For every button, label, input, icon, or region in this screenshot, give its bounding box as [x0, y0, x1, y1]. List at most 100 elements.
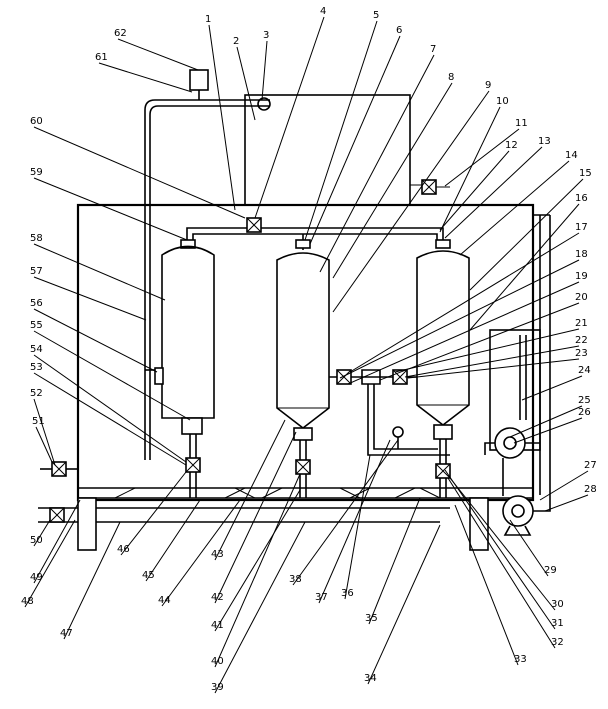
leader-line-39 — [214, 521, 306, 694]
valve-51-cross-b — [51, 461, 67, 477]
leader-line-1 — [208, 24, 236, 211]
leader-line-4 — [254, 16, 325, 219]
leader-line-19 — [347, 281, 580, 385]
valve-50-cross-b — [49, 507, 65, 523]
label-56: 56 — [30, 298, 43, 309]
pump-29 — [502, 495, 534, 527]
leader-line-59 — [33, 177, 188, 241]
leader-line-31 — [444, 469, 556, 630]
leader-line-28 — [544, 494, 589, 512]
label-19: 19 — [575, 271, 588, 282]
pump-piping — [484, 442, 551, 512]
label-11: 11 — [515, 118, 528, 129]
label-37: 37 — [315, 592, 328, 603]
leader-line-29 — [509, 519, 549, 577]
label-52: 52 — [30, 388, 43, 399]
valve-40-cross-b — [295, 459, 311, 475]
label-23: 23 — [575, 348, 588, 359]
nozzle-left — [180, 239, 196, 249]
valve-11-cross-b — [421, 179, 437, 195]
leader-line-2 — [236, 46, 256, 121]
leader-line-55 — [33, 330, 191, 421]
valve-31-cross-b — [435, 463, 451, 479]
label-3: 3 — [263, 30, 269, 41]
label-24: 24 — [578, 365, 591, 376]
leader-line-46 — [120, 471, 187, 556]
leader-line-56 — [33, 308, 158, 373]
outlet-center — [293, 427, 313, 441]
leader-line-10 — [439, 106, 501, 233]
outlet-left — [181, 417, 203, 435]
leader-line-5 — [304, 20, 378, 241]
leader-line-33 — [454, 504, 519, 666]
leader-line-24 — [521, 375, 583, 401]
tank-right — [416, 250, 470, 427]
label-18: 18 — [575, 249, 588, 260]
label-43: 43 — [211, 549, 224, 560]
leader-line-26 — [513, 417, 583, 444]
label-2: 2 — [233, 36, 239, 47]
leader-line-50 — [33, 519, 51, 547]
leader-line-58 — [33, 243, 166, 301]
label-1: 1 — [205, 14, 211, 25]
leader-line-21 — [394, 328, 580, 373]
label-47: 47 — [60, 628, 73, 639]
label-31: 31 — [551, 618, 564, 629]
gauge-38 — [392, 426, 404, 438]
label-55: 55 — [30, 320, 43, 331]
label-15: 15 — [579, 168, 592, 179]
tee-manifold — [329, 369, 450, 456]
leader-line-34 — [367, 524, 441, 685]
pump-29-hub — [511, 504, 525, 518]
leader-line-16 — [469, 203, 580, 331]
fan-3 — [257, 97, 271, 111]
label-30: 30 — [551, 599, 564, 610]
label-48: 48 — [21, 596, 34, 607]
leader-line-27 — [539, 470, 589, 501]
label-36: 36 — [341, 588, 354, 599]
leader-line-7 — [319, 54, 435, 273]
valve-4-cross-b — [246, 217, 262, 233]
leader-line-49 — [33, 499, 81, 584]
label-38: 38 — [289, 574, 302, 585]
label-8: 8 — [448, 72, 454, 83]
leader-line-14 — [459, 160, 570, 256]
upper-box — [244, 94, 411, 206]
valve-18-cross-b — [336, 369, 352, 385]
label-27: 27 — [584, 460, 597, 471]
valve-22-cross-b — [392, 369, 408, 385]
label-41: 41 — [211, 620, 224, 631]
label-45: 45 — [142, 570, 155, 581]
label-42: 42 — [211, 592, 224, 603]
nozzle-right — [435, 239, 451, 249]
label-60: 60 — [30, 116, 43, 127]
leader-line-38 — [292, 439, 399, 586]
leader-line-20 — [379, 302, 580, 381]
leader-line-41 — [214, 489, 301, 632]
label-58: 58 — [30, 233, 43, 244]
label-44: 44 — [158, 595, 171, 606]
leader-line-57 — [33, 276, 147, 321]
leader-line-44 — [161, 499, 241, 607]
leader-line-36 — [344, 454, 371, 600]
label-20: 20 — [575, 292, 588, 303]
label-57: 57 — [30, 266, 43, 277]
label-22: 22 — [575, 335, 588, 346]
label-16: 16 — [575, 193, 588, 204]
header-pipe — [186, 227, 444, 242]
leader-line-45 — [145, 499, 201, 582]
leader-line-53 — [33, 372, 187, 466]
label-35: 35 — [365, 613, 378, 624]
leader-line-54 — [33, 354, 187, 463]
label-49: 49 — [30, 572, 43, 583]
label-62: 62 — [114, 28, 127, 39]
label-12: 12 — [505, 140, 518, 151]
leader-line-11 — [444, 128, 520, 187]
leader-line-25 — [509, 405, 583, 438]
valve-53-cross-b — [185, 457, 201, 473]
leader-line-9 — [332, 90, 490, 313]
pump-29-base — [503, 525, 532, 536]
leader-line-51 — [35, 426, 53, 463]
